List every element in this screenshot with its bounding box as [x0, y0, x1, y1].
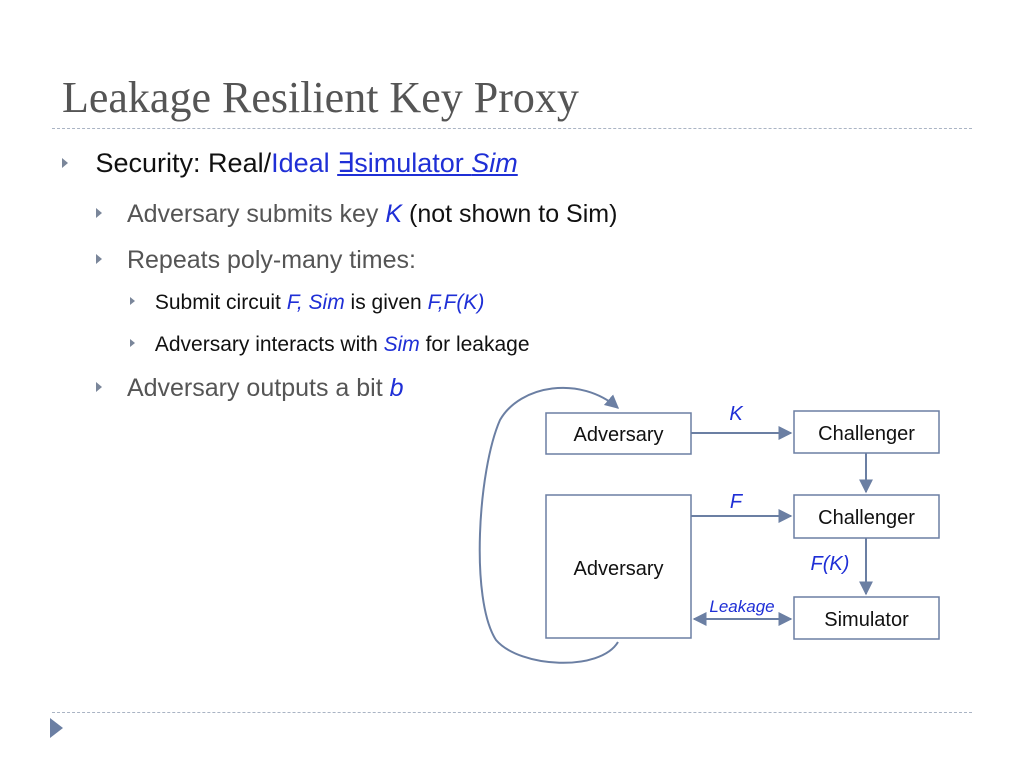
bullet-marker-icon [62, 157, 68, 168]
bullet-interacts: Adversary interacts with Sim for leakage [130, 333, 530, 357]
interacts-text: Adversary interacts with [154, 333, 384, 356]
bullet-security-prefix: Security: Real/ [95, 148, 272, 178]
bullet-security: Security: Real/Ideal ∃simulator Sim [62, 148, 518, 179]
bullet-submits-key-text: Adversary submits key [126, 200, 386, 228]
next-slide-arrow-icon[interactable] [50, 718, 63, 738]
bullet-marker-icon [96, 208, 102, 219]
f-fk-text: F,F(K) [427, 291, 485, 314]
not-shown-text: (not shown to Sim) [402, 200, 618, 228]
adversary-big-label: Adversary [573, 558, 663, 580]
edge-f-label: F [730, 491, 744, 513]
for-leakage-text: for leakage [419, 333, 530, 356]
ideal-text: Ideal [271, 148, 330, 178]
edge-k-label: K [729, 403, 744, 425]
adversary-top-label: Adversary [573, 424, 663, 446]
edge-leakage-label: Leakage [709, 597, 774, 616]
outputs-bit-text: Adversary outputs a bit [126, 374, 390, 402]
is-given-text: is given [344, 291, 428, 314]
bullet-marker-icon [130, 297, 135, 306]
sim-text: Sim [383, 333, 420, 356]
bullet-marker-icon [96, 254, 102, 265]
bullet-marker-icon [130, 339, 135, 348]
bullet-submits-key: Adversary submits key K (not shown to Si… [96, 200, 617, 229]
simulator-box [793, 596, 940, 640]
challenger-mid-label: Challenger [818, 507, 915, 529]
key-k-text: K [385, 200, 403, 228]
f-text: F, [286, 291, 303, 314]
bullet-repeats: Repeats poly-many times: [96, 246, 416, 275]
edge-fk-label: F(K) [811, 553, 850, 575]
loop-arrow [478, 386, 620, 664]
adversary-big-box [545, 494, 692, 639]
bullet-outputs-bit: Adversary outputs a bit b [96, 374, 404, 403]
sim-text: Sim [308, 291, 345, 314]
simulator-link[interactable]: ∃simulator Sim [337, 148, 518, 178]
exists-simulator-text: ∃simulator [337, 148, 472, 178]
submit-circuit-text: Submit circuit [154, 291, 287, 314]
title-divider [52, 128, 972, 129]
footer-divider [52, 712, 972, 713]
bullet-repeats-text: Repeats poly-many times: [126, 246, 416, 274]
bullet-marker-icon [96, 382, 102, 393]
bit-b-text: b [389, 374, 404, 402]
slide-title: Leakage Resilient Key Proxy [62, 73, 579, 122]
challenger-top-box [793, 410, 940, 454]
bullet-submit-circuit: Submit circuit F, Sim is given F,F(K) [130, 291, 484, 315]
simulator-label: Simulator [824, 609, 909, 631]
sim-text: Sim [471, 148, 518, 178]
challenger-top-label: Challenger [818, 423, 915, 445]
